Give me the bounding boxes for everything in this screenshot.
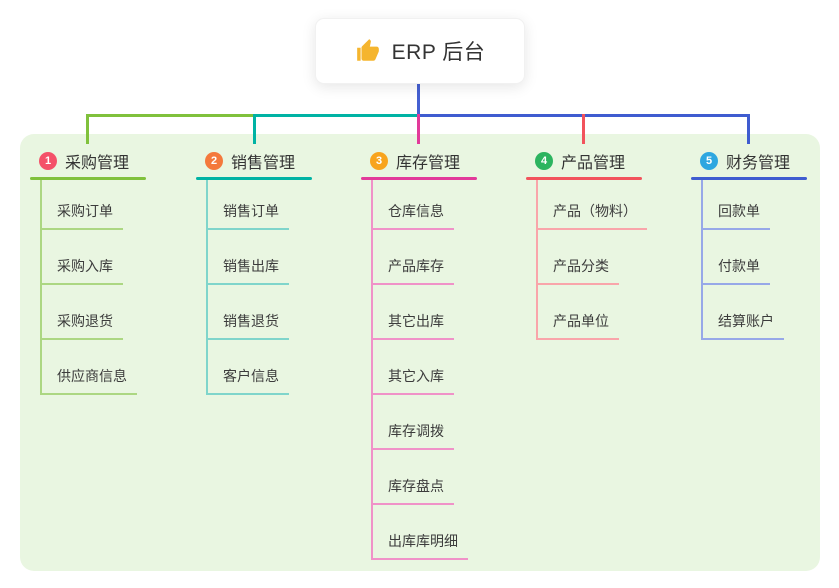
drop-line-inventory <box>417 114 420 144</box>
root-stem-line <box>417 82 420 115</box>
branch-items: 采购订单 采购入库 采购退货 供应商信息 <box>40 180 146 395</box>
drop-line-purchase <box>86 114 89 144</box>
branch-underline <box>196 177 312 180</box>
mindmap-item[interactable]: 采购入库 <box>42 230 123 285</box>
mindmap-item[interactable]: 销售退货 <box>208 285 289 340</box>
branch-inventory: 3 库存管理 仓库信息 产品库存 其它出库 其它入库 库存调拨 库存盘点 出库库… <box>361 148 477 560</box>
mindmap-item[interactable]: 其它出库 <box>373 285 454 340</box>
mindmap-item[interactable]: 采购订单 <box>42 180 123 230</box>
branch-finance: 5 财务管理 回款单 付款单 结算账户 <box>691 148 807 340</box>
mindmap-item[interactable]: 采购退货 <box>42 285 123 340</box>
mindmap-item[interactable]: 销售出库 <box>208 230 289 285</box>
mindmap-item[interactable]: 产品库存 <box>373 230 454 285</box>
rail-segment-green <box>87 114 255 117</box>
mindmap-item[interactable]: 供应商信息 <box>42 340 137 395</box>
branch-purchase: 1 采购管理 采购订单 采购入库 采购退货 供应商信息 <box>30 148 146 395</box>
branch-number-badge: 3 <box>370 152 388 170</box>
branch-node-sales[interactable]: 2 销售管理 <box>196 150 312 172</box>
branch-label: 销售管理 <box>231 155 296 172</box>
drop-line-finance <box>747 114 750 144</box>
branch-underline <box>526 177 642 180</box>
mindmap-item[interactable]: 产品（物料） <box>538 180 647 230</box>
branch-items: 仓库信息 产品库存 其它出库 其它入库 库存调拨 库存盘点 出库库明细 <box>371 180 477 560</box>
root-title: ERP 后台 <box>391 41 486 64</box>
branch-label: 财务管理 <box>726 155 791 172</box>
branch-label: 产品管理 <box>561 155 626 172</box>
mindmap-item[interactable]: 客户信息 <box>208 340 289 395</box>
branch-number-badge: 4 <box>535 152 553 170</box>
mindmap-item[interactable]: 产品分类 <box>538 230 619 285</box>
mindmap-item[interactable]: 销售订单 <box>208 180 289 230</box>
branch-underline <box>691 177 807 180</box>
branch-number-badge: 1 <box>39 152 57 170</box>
branch-node-finance[interactable]: 5 财务管理 <box>691 150 807 172</box>
mindmap-item[interactable]: 其它入库 <box>373 340 454 395</box>
branch-items: 产品（物料） 产品分类 产品单位 <box>536 180 647 340</box>
mindmap-item[interactable]: 出库库明细 <box>373 505 468 560</box>
mindmap-item[interactable]: 库存调拨 <box>373 395 454 450</box>
mindmap-item[interactable]: 结算账户 <box>703 285 784 340</box>
branch-label: 采购管理 <box>65 155 130 172</box>
drop-line-product <box>582 114 585 144</box>
mindmap-item[interactable]: 回款单 <box>703 180 770 230</box>
branch-node-purchase[interactable]: 1 采购管理 <box>30 150 146 172</box>
mindmap-item[interactable]: 仓库信息 <box>373 180 454 230</box>
branch-underline <box>30 177 146 180</box>
branch-items: 销售订单 销售出库 销售退货 客户信息 <box>206 180 312 395</box>
mindmap-item[interactable]: 库存盘点 <box>373 450 454 505</box>
branch-node-inventory[interactable]: 3 库存管理 <box>361 150 477 172</box>
branch-label: 库存管理 <box>396 155 461 172</box>
rail-segment-teal <box>254 114 419 117</box>
branch-product: 4 产品管理 产品（物料） 产品分类 产品单位 <box>526 148 647 340</box>
branch-sales: 2 销售管理 销售订单 销售出库 销售退货 客户信息 <box>196 148 312 395</box>
root-node[interactable]: ERP 后台 <box>315 18 525 84</box>
branch-number-badge: 5 <box>700 152 718 170</box>
branch-number-badge: 2 <box>205 152 223 170</box>
branch-items: 回款单 付款单 结算账户 <box>701 180 807 340</box>
branch-underline <box>361 177 477 180</box>
mindmap-item[interactable]: 付款单 <box>703 230 770 285</box>
branch-node-product[interactable]: 4 产品管理 <box>526 150 642 172</box>
branches-panel <box>20 134 820 571</box>
drop-line-sales <box>253 114 256 144</box>
mindmap-item[interactable]: 产品单位 <box>538 285 619 340</box>
thumbs-up-icon <box>356 39 379 61</box>
